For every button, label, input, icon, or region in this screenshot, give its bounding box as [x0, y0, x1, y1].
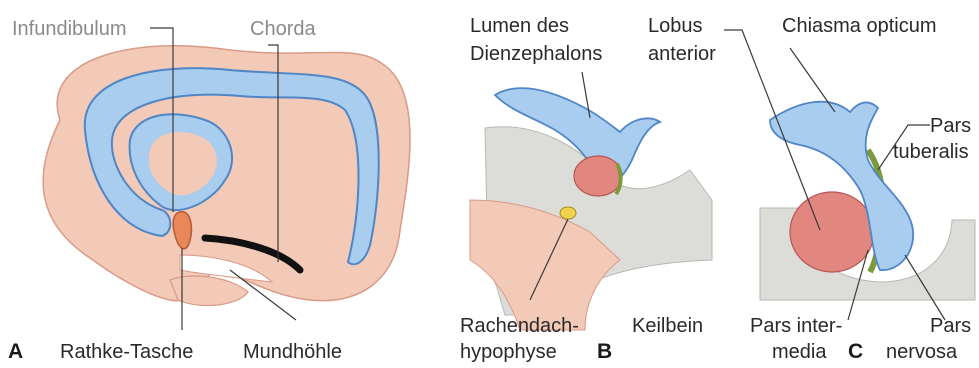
- panel-a: Infundibulum Chorda A Rathke-Tasche Mund…: [8, 18, 410, 363]
- label-lobus-line1: Lobus: [648, 15, 703, 37]
- label-lumen-line2: Dienzephalons: [470, 43, 602, 65]
- label-lobus-line2: anterior: [648, 43, 716, 65]
- label-mundhoehle: Mundhöhle: [243, 341, 342, 363]
- label-pars-nervosa-line2: nervosa: [886, 341, 958, 363]
- label-infundibulum: Infundibulum: [12, 18, 127, 40]
- label-rachendach-line1: Rachendach-: [460, 315, 579, 337]
- label-rachendach-line2: hypophyse: [460, 341, 557, 363]
- label-pars-intermedia-line2: media: [772, 341, 827, 363]
- label-rathke-tasche: Rathke-Tasche: [60, 341, 193, 363]
- lobus-anterior: [790, 192, 874, 272]
- panel-letter-b: B: [597, 340, 612, 363]
- label-pars-nervosa-line1: Pars: [930, 315, 971, 337]
- panel-b: Lumen des Dienzephalons Rachendach- hypo…: [460, 15, 712, 363]
- rachendach-hypophyse: [560, 207, 576, 219]
- panel-letter-a: A: [8, 340, 23, 363]
- panel-letter-c: C: [848, 340, 863, 363]
- label-lumen-line1: Lumen des: [470, 15, 569, 37]
- label-keilbein: Keilbein: [632, 315, 703, 337]
- label-chiasma: Chiasma opticum: [782, 15, 937, 37]
- label-pars-intermedia-line1: Pars inter-: [750, 315, 842, 337]
- anterior-lobe-anlage: [574, 156, 622, 196]
- label-pars-tuberalis-line1: Pars: [930, 115, 971, 137]
- label-pars-tuberalis-line2: tuberalis: [893, 141, 969, 163]
- label-chorda: Chorda: [250, 18, 316, 40]
